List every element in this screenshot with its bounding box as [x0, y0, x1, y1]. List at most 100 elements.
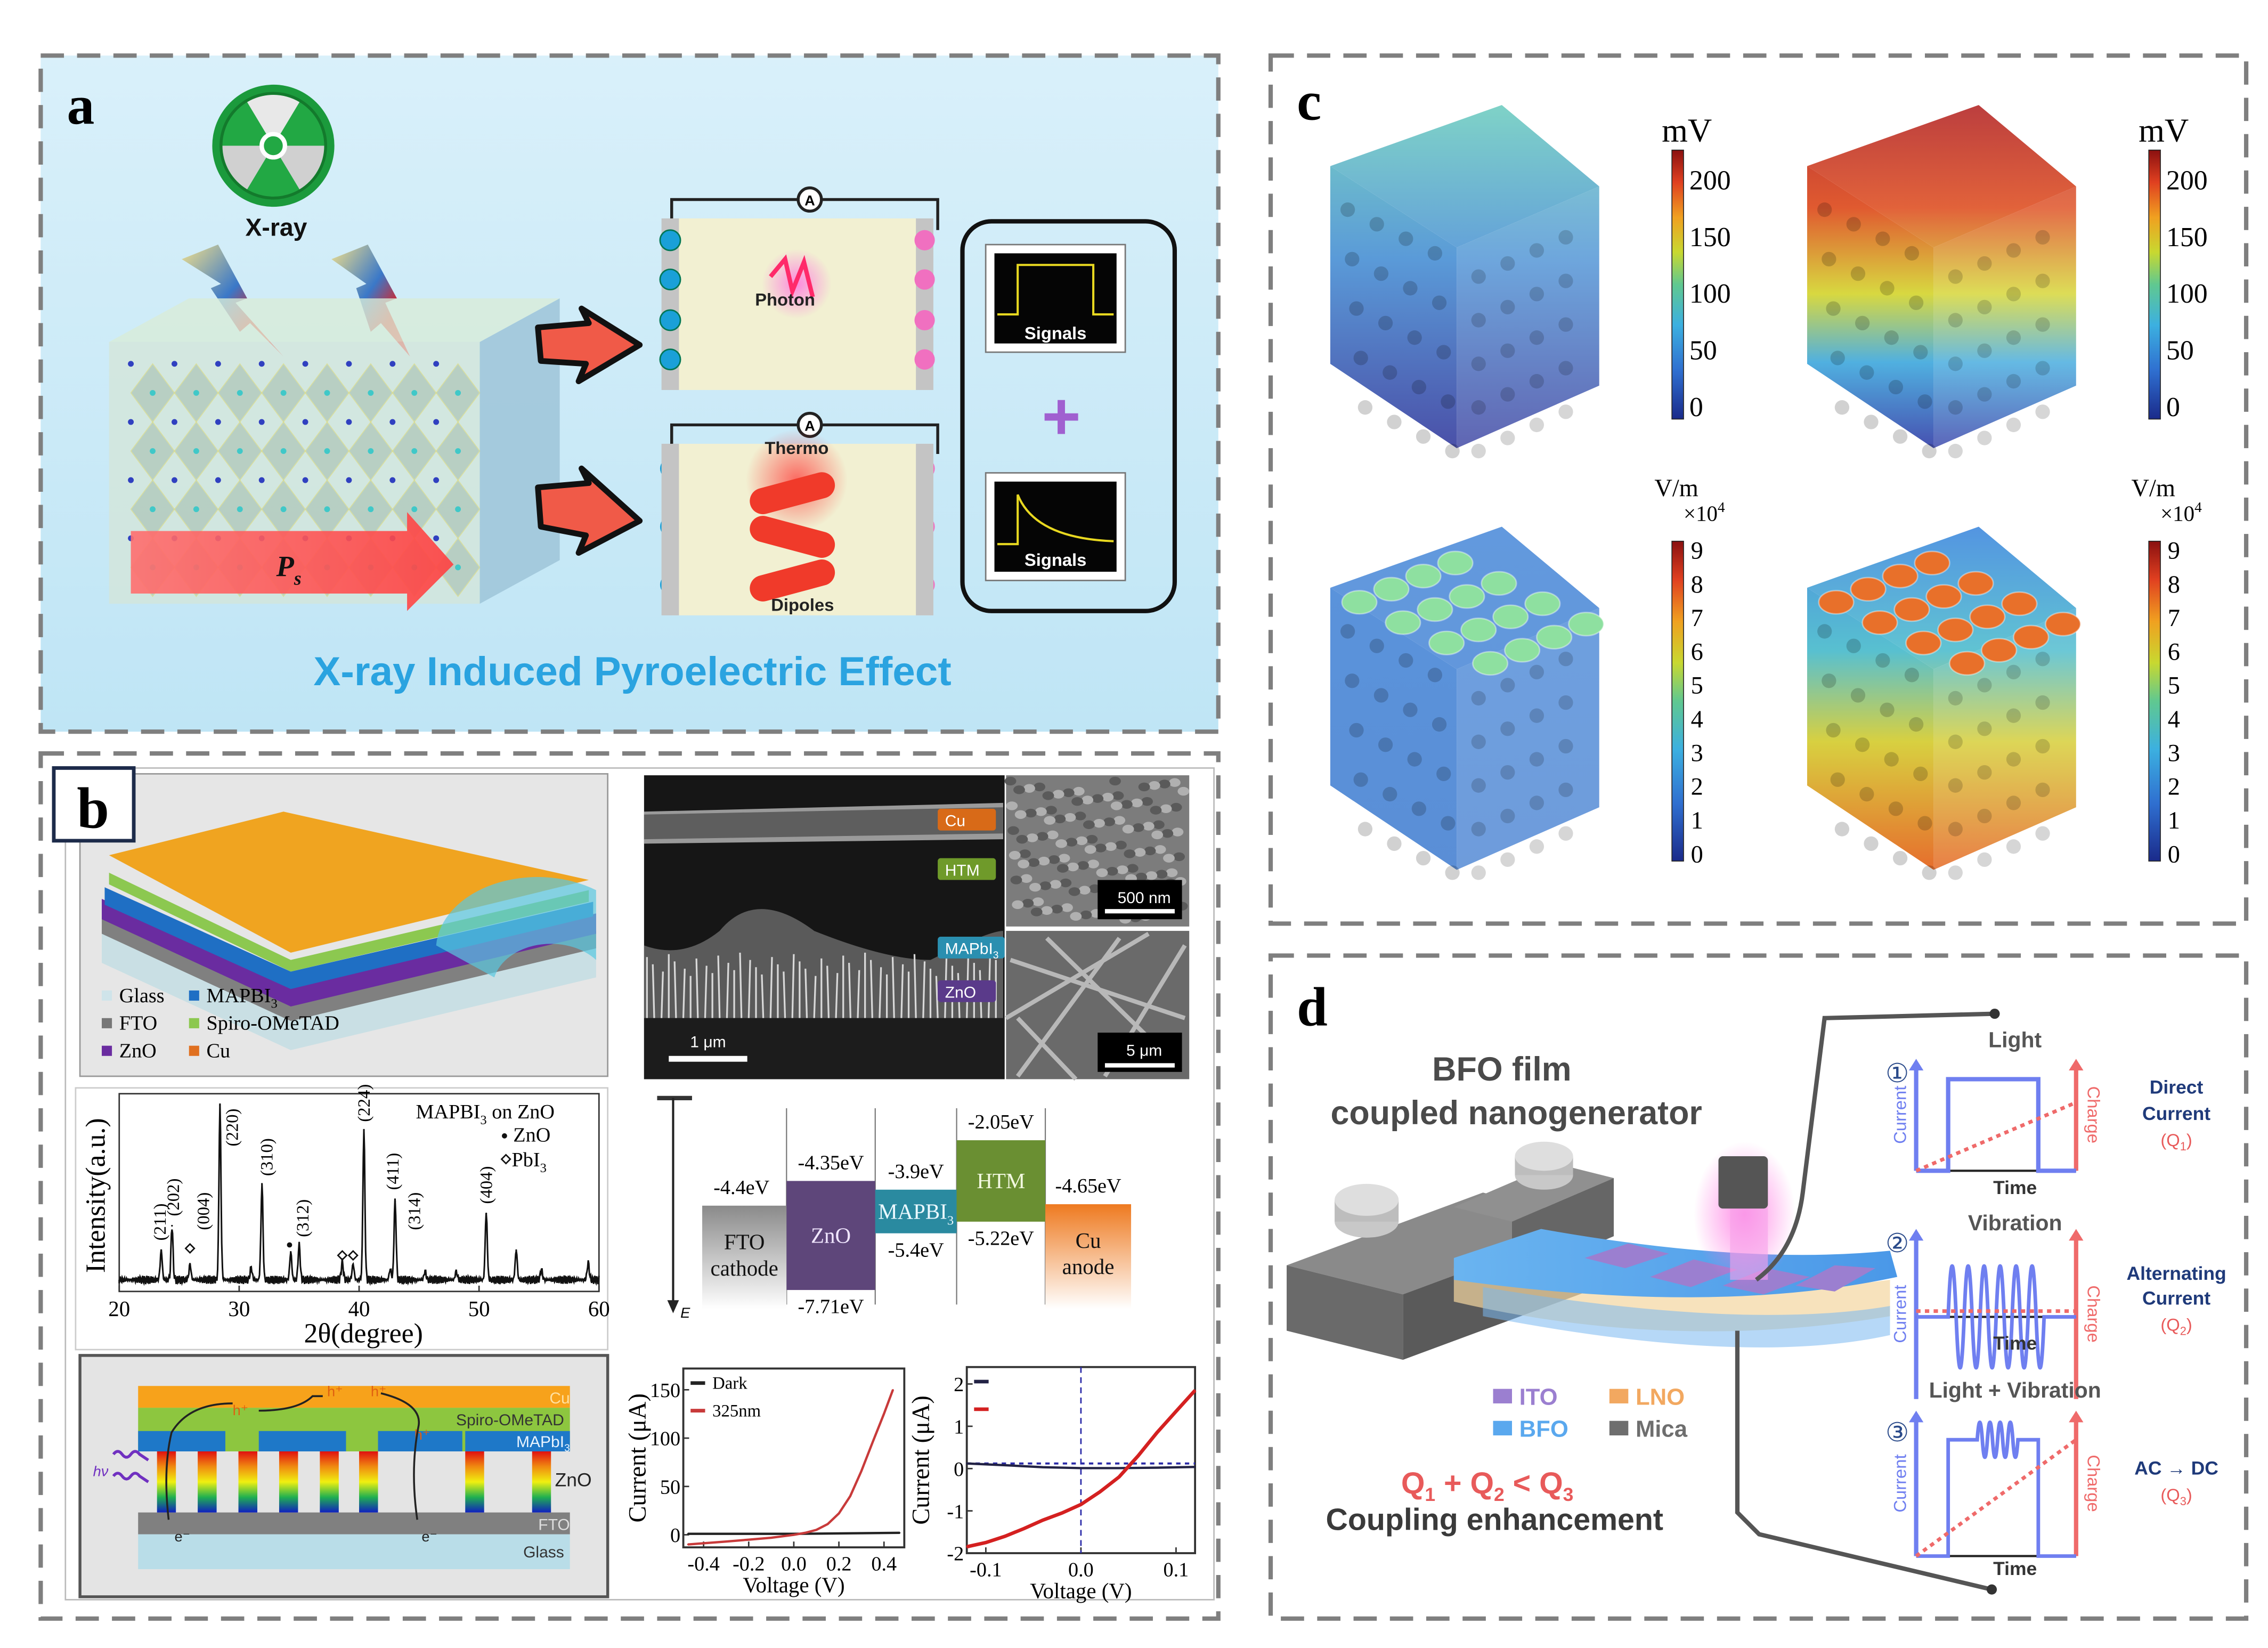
- embedded-particle: [1822, 251, 1836, 266]
- mode-description: Alternating: [2126, 1263, 2226, 1284]
- atom: [455, 506, 461, 513]
- grain: [1012, 900, 1024, 910]
- cu-layer: [138, 1386, 570, 1408]
- surface-dome: [1914, 550, 1950, 575]
- zno-nanorod: [891, 957, 895, 1018]
- band-energy-bottom: -5.4eV: [888, 1239, 944, 1261]
- field-tick-label: 4: [2168, 706, 2180, 733]
- q: (Q: [2160, 1130, 2180, 1150]
- ammeter-icon: [796, 186, 823, 213]
- embedded-particle: [1357, 400, 1373, 415]
- iv-point: [838, 1513, 840, 1514]
- legend-cube-icon: [1609, 1389, 1629, 1403]
- atom: [389, 419, 396, 425]
- embedded-particle: [1892, 850, 1908, 866]
- embedded-particle: [1471, 865, 1486, 880]
- ps-label: P: [275, 550, 294, 582]
- embedded-particle: [1977, 256, 1992, 271]
- atom: [258, 361, 265, 367]
- atom: [433, 361, 440, 367]
- panel-label-c: c: [1297, 71, 1321, 132]
- band-energy-top: -3.9eV: [888, 1160, 944, 1183]
- band-layer-name-2: cathode: [711, 1256, 778, 1280]
- atom: [346, 477, 352, 483]
- cube-right-face: [1457, 186, 1599, 449]
- mode-description-2: Current: [2142, 1103, 2210, 1124]
- grain: [1080, 910, 1092, 920]
- surface-dome: [1882, 564, 1919, 589]
- grain: [1163, 854, 1175, 863]
- surface-dome: [1428, 630, 1465, 655]
- iv-point: [804, 1532, 806, 1534]
- embedded-particle: [2035, 695, 2050, 710]
- embedded-particle: [1880, 281, 1895, 296]
- iv-point: [1061, 1512, 1063, 1514]
- embedded-particle: [1558, 230, 1573, 245]
- atom: [215, 361, 221, 367]
- mode-charge-symbol: (Q3): [2160, 1485, 2192, 1508]
- embedded-particle: [1892, 429, 1908, 444]
- electron-label: e⁻: [421, 1528, 437, 1545]
- zno-nanorod: [279, 1451, 298, 1513]
- coupling-equation: Q1 + Q2 < Q3: [1401, 1466, 1574, 1505]
- embedded-particle: [1888, 801, 1904, 816]
- band-energy-bottom: -5.22eV: [968, 1228, 1034, 1250]
- wire: [1755, 1011, 1995, 1282]
- embedded-particle: [2035, 404, 2050, 419]
- surface-dome: [2001, 591, 2038, 616]
- band-layer-name: HTM: [977, 1169, 1025, 1193]
- mode-charge-symbol: (Q2): [2160, 1315, 2192, 1338]
- embedded-particle: [1471, 822, 1486, 837]
- ammeter-label: A: [804, 417, 815, 434]
- sem-layer-tag: [938, 980, 996, 1002]
- wire: [1735, 1330, 1993, 1592]
- iv-point: [1080, 1467, 1082, 1469]
- atom: [411, 389, 418, 396]
- potential-tick-label: 0: [2166, 392, 2180, 423]
- surface-dome: [1568, 612, 1605, 637]
- iv-point: [985, 1541, 987, 1544]
- grain: [1004, 776, 1017, 786]
- embedded-particle: [1403, 702, 1418, 717]
- oscilloscope-icon: Signals: [985, 472, 1126, 581]
- sem-layer-label: MAPbI3: [945, 940, 999, 961]
- band-diagram: E FTOcathode-4.4eVZnO-4.35eV-7.71eVMAPBI…: [657, 1095, 1132, 1321]
- embedded-particle: [1407, 752, 1422, 767]
- legend-text: Cu: [206, 1040, 230, 1062]
- embedded-particle: [1922, 443, 1937, 459]
- atom: [172, 361, 177, 367]
- xrd-peak: [290, 1251, 292, 1253]
- grain: [1172, 827, 1184, 837]
- embedded-particle: [2035, 738, 2050, 754]
- grain: [1096, 868, 1108, 878]
- surface-dome: [1957, 571, 1994, 596]
- embedded-particle: [2006, 664, 2021, 679]
- name: ZnO: [555, 1469, 592, 1490]
- mode-description: AC → DC: [2134, 1458, 2218, 1479]
- xrd-peak-label: (310): [258, 1138, 277, 1176]
- band-htm: [956, 1140, 1046, 1222]
- zno-marker-icon: [501, 1133, 507, 1139]
- grain: [1138, 782, 1150, 792]
- q-sub: 1: [2180, 1140, 2186, 1153]
- surface-dome: [1405, 564, 1442, 589]
- iv-ylabel: Current (μA): [908, 1395, 935, 1525]
- mult: ×10: [1684, 502, 1718, 526]
- embedded-particle: [1471, 269, 1486, 284]
- iv-point: [1004, 1535, 1006, 1537]
- embedded-particle: [1529, 330, 1544, 345]
- field-tick-label: 3: [1691, 740, 1703, 767]
- grain: [1013, 785, 1025, 794]
- grain: [1016, 834, 1028, 844]
- field-tick-label: 0: [2168, 841, 2180, 868]
- iv-point: [1099, 1491, 1101, 1493]
- atom: [280, 448, 287, 454]
- surface-dome: [1818, 590, 1855, 615]
- embedded-particle: [2006, 839, 2021, 854]
- grain: [1093, 818, 1105, 828]
- xray-label: X-ray: [245, 214, 307, 241]
- grain: [1058, 854, 1070, 863]
- grain: [1066, 838, 1078, 847]
- oscilloscope-icon: Signals: [985, 243, 1126, 353]
- iv-legend-label: Dark: [712, 1374, 747, 1393]
